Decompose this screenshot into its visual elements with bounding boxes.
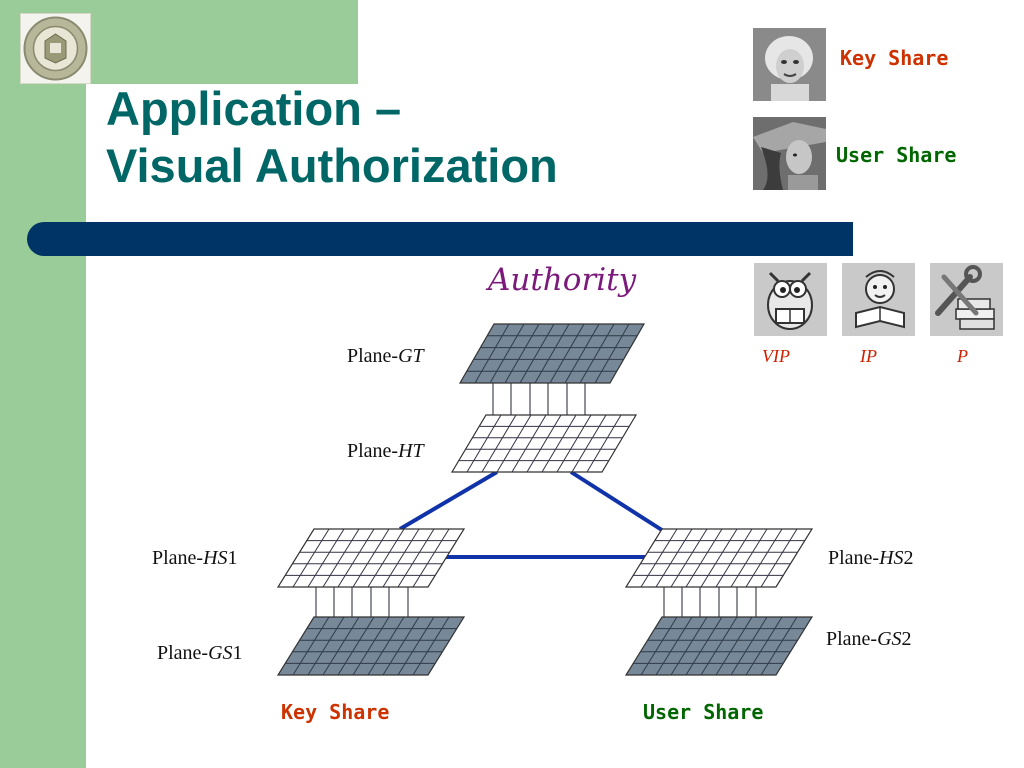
sidebar-band [0,0,86,768]
portrait-photo-icon [753,28,826,101]
connector-ht-hs2 [569,470,678,541]
legend-key-share-label: Key Share [840,46,949,70]
plane-gs1-label: Plane-GS1 [157,642,243,664]
plane-gs2-label: Plane-GS2 [826,628,912,650]
user-share-label: User Share [643,700,764,724]
page-title: Application – Visual Authorization [106,80,558,194]
title-line-2: Visual Authorization [106,139,558,192]
hat-photo-icon [753,117,826,190]
level-ip-label: IP [860,346,877,366]
key-share-label: Key Share [281,700,390,724]
cartoon-reading-icon [842,263,915,336]
wrench-books-icon [930,263,1003,336]
plane-hs1-grid [276,528,466,588]
plane-gt-label: Plane-GT [347,345,424,367]
plane-ht-label: Plane-HT [347,440,424,462]
plane-hs2-grid [624,528,814,588]
title-divider-bar [27,222,853,256]
owl-reading-icon [754,263,827,336]
plane-gt-grid [458,323,646,384]
plane-gs2-grid [624,616,814,676]
plane-hs2-label: Plane-HS2 [828,547,914,569]
authority-label: Authority [488,262,637,298]
connector-ht-hs1 [398,470,499,531]
level-p-label: P [957,346,968,366]
level-vip-label: VIP [762,346,790,366]
plane-ht-grid [450,414,638,473]
legend-user-share-label: User Share [836,143,957,167]
plane-gs1-grid [276,616,466,676]
university-seal-icon [20,13,91,84]
plane-hs1-label: Plane-HS1 [152,547,238,569]
title-line-1: Application – [106,82,402,135]
